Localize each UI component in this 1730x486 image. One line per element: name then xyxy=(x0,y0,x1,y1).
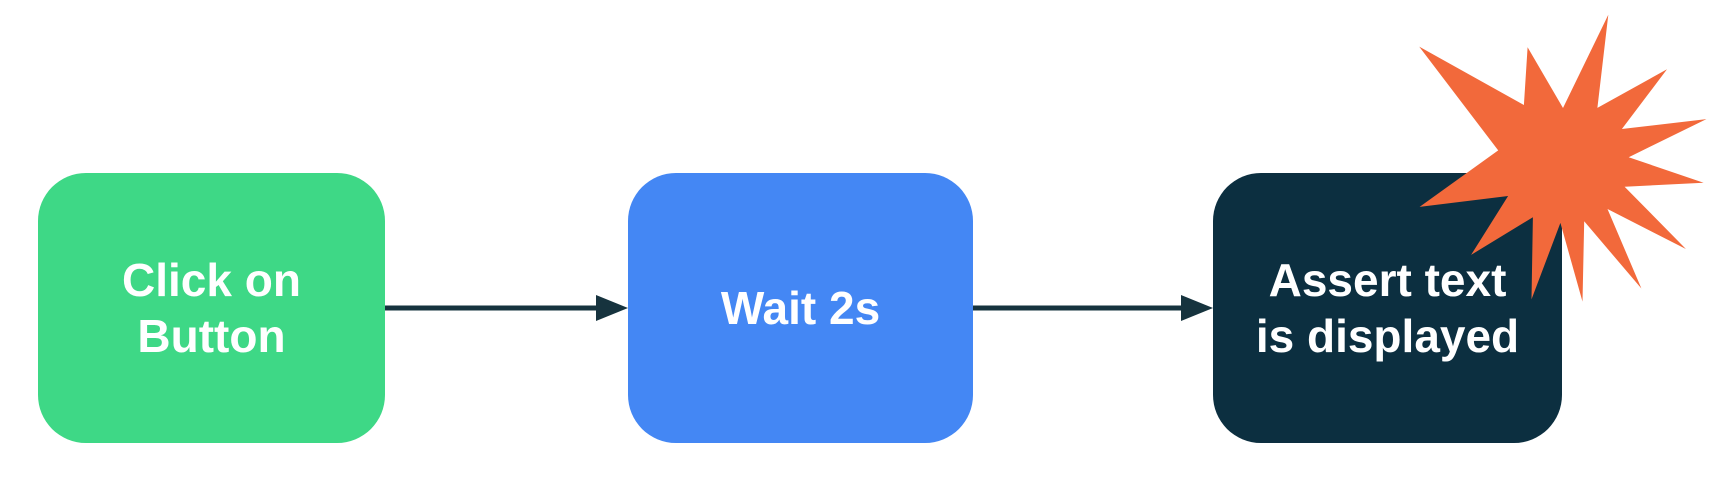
step-label-assert-text: Assert text is displayed xyxy=(1255,253,1520,362)
step-label-wait-2s: Wait 2s xyxy=(720,281,881,334)
arrow-connector-1 xyxy=(385,295,628,321)
flow-step-click-on-button: Click on Button xyxy=(38,173,385,443)
arrow-head-icon xyxy=(596,295,628,321)
arrow-connector-2 xyxy=(973,295,1213,321)
flow-step-wait-2s: Wait 2s xyxy=(628,173,973,443)
flow-step-assert-text: Assert text is displayed xyxy=(1213,173,1562,443)
step-label-click-on-button: Click on Button xyxy=(122,253,301,362)
arrow-head-icon xyxy=(1181,295,1213,321)
